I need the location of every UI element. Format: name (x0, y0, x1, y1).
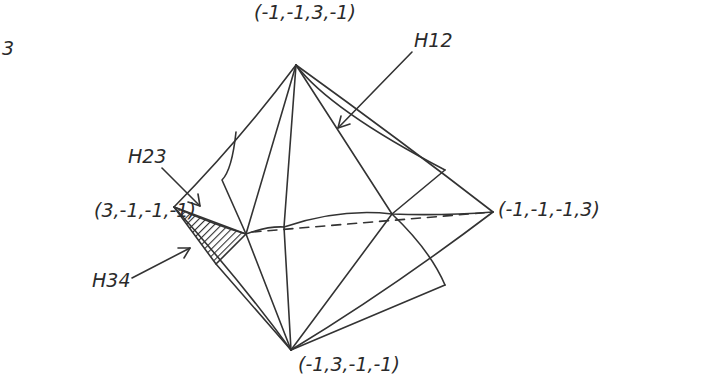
vertex-coordinate: (-1,-1,3,-1) (254, 2, 356, 23)
margin-mark: 3 (2, 38, 14, 59)
face-label: H12 (414, 30, 452, 51)
vertex-coordinate: (-1,-1,-1,3) (498, 199, 600, 220)
vertex-coordinate: (-1,3,-1,-1) (298, 354, 400, 375)
face-label: H23 (128, 146, 166, 167)
face-label: H34 (92, 270, 130, 291)
vertex-coordinate: (3,-1,-1,-1) (94, 200, 196, 221)
